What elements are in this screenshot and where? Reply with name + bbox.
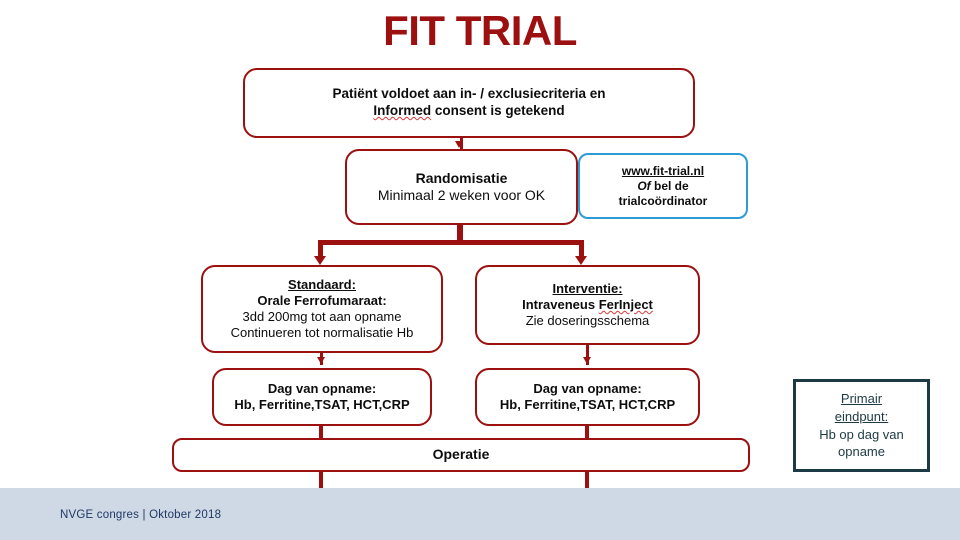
endpoint-heading-line-2: eindpunt: [834,408,889,424]
box-standaard-arm[interactable]: Standaard: Orale Ferrofumaraat: 3dd 200m… [201,265,443,353]
box-interventie-arm[interactable]: Interventie: Intraveneus FerInject Zie d… [475,265,700,345]
arrowhead-randomisatie [455,141,463,148]
standaard-duration: Continueren tot normalisatie Hb [230,325,414,341]
interventie-heading: Interventie: [552,280,623,296]
connector-operatie-left-continue [319,471,323,491]
connector-split-bar [318,240,584,245]
trial-coordinator-label: trialcoördinator [618,193,708,208]
interventie-drug-prefix: Intraveneus [522,296,599,312]
opname-left-heading: Dag van opname: [267,380,377,396]
arrowhead-opname-left [317,357,325,364]
interventie-misspelled-word: FerInject [598,296,653,312]
opname-right-labs: Hb, Ferritine,TSAT, HCT,CRP [499,397,676,412]
connector-interventie-to-opname [586,345,589,365]
box-trial-contact[interactable]: www.fit-trial.nl Of bel de trialcoördina… [578,153,748,219]
standaard-dose: 3dd 200mg tot aan opname [242,309,402,324]
standaard-drug: Orale Ferrofumaraat: [257,292,387,308]
randomisatie-title: Randomisatie [415,169,508,186]
operatie-label: Operatie [432,446,490,463]
arrowhead-standaard [314,256,326,265]
box-operatie[interactable]: Operatie [172,438,750,472]
opname-left-labs: Hb, Ferritine,TSAT, HCT,CRP [234,397,410,412]
connector-opname-right-to-operatie [585,426,589,441]
arrowhead-opname-right [583,357,591,364]
trial-website-link[interactable]: www.fit-trial.nl [621,163,705,178]
eligibility-line-2: Informed consent is getekend [373,103,564,120]
footer-text: NVGE congres | Oktober 2018 [60,509,222,521]
connector-split-stem [457,225,463,242]
endpoint-heading-line-1: Primair [840,391,883,407]
interventie-dosing-note: Zie doseringsschema [525,313,650,329]
box-dag-van-opname-interventie[interactable]: Dag van opname: Hb, Ferritine,TSAT, HCT,… [475,368,700,426]
endpoint-detail-line-2: opname [838,444,885,460]
interventie-drug: Intraveneus FerInject [522,297,653,313]
eligibility-misspelled-word: Informed [373,103,432,118]
eligibility-line-2-rest: consent is getekend [431,103,565,118]
box-randomisatie[interactable]: Randomisatie Minimaal 2 weken voor OK [345,149,578,225]
trial-contact-line-2-rest: bel de [650,178,689,193]
box-eligibility-criteria[interactable]: Patiënt voldoet aan in- / exclusiecriter… [243,68,695,138]
trial-contact-line-2: Of bel de [637,179,688,194]
trial-contact-of-word: Of [637,178,651,193]
box-dag-van-opname-standaard[interactable]: Dag van opname: Hb, Ferritine,TSAT, HCT,… [212,368,432,426]
opname-right-heading: Dag van opname: [533,380,642,396]
box-primary-endpoint[interactable]: Primair eindpunt: Hb op dag van opname [793,379,930,472]
connector-operatie-right-continue [585,471,589,491]
standaard-heading: Standaard: [288,276,356,292]
footer-bar [0,488,960,540]
randomisatie-detail: Minimaal 2 weken voor OK [377,187,546,203]
endpoint-detail-line-1: Hb op dag van [819,426,904,442]
connector-split-right-drop [579,240,584,260]
connector-opname-left-to-operatie [319,426,323,441]
connector-split-left-drop [318,240,323,260]
page-title: FIT TRIAL [383,7,577,54]
arrowhead-interventie [575,256,587,265]
eligibility-line-1: Patiënt voldoet aan in- / exclusiecriter… [332,86,606,102]
